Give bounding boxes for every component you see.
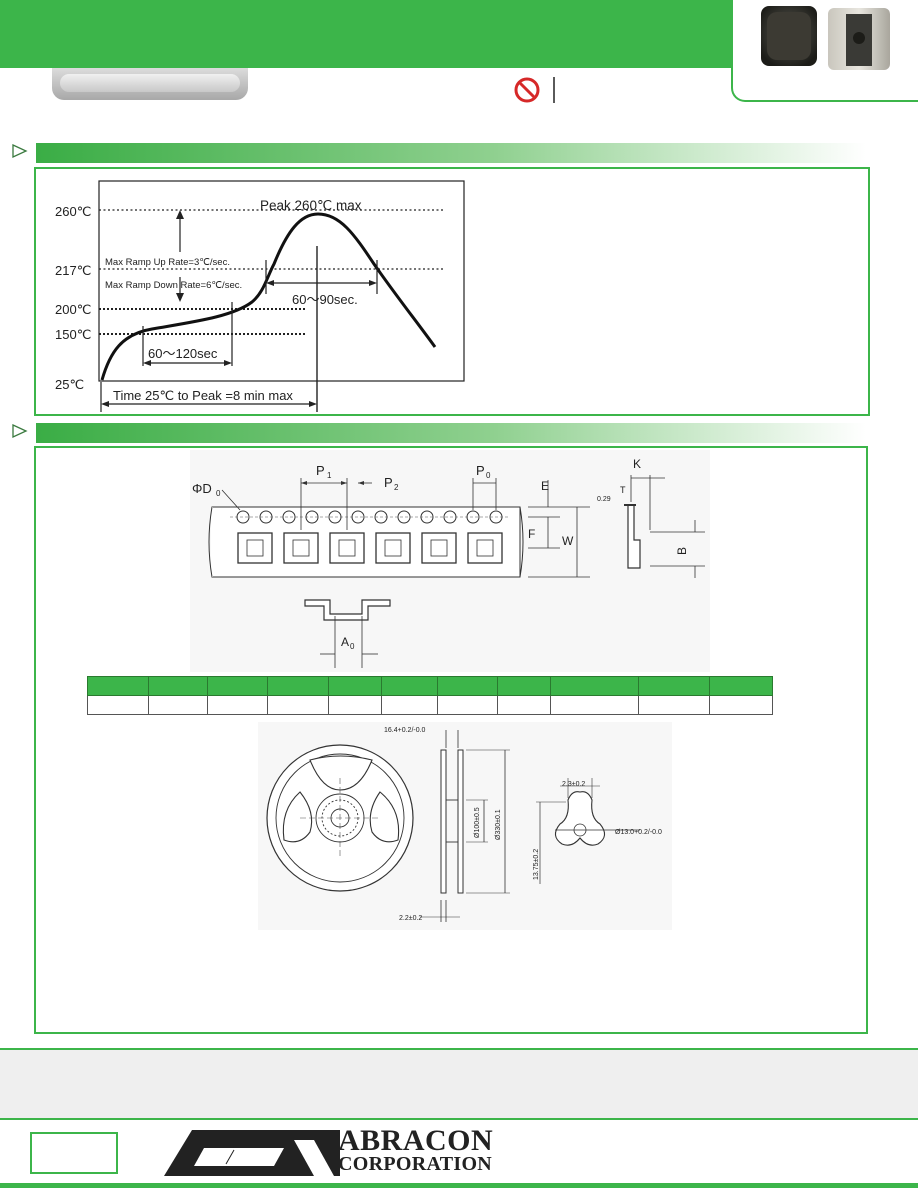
footer-band	[0, 1048, 918, 1120]
section-header-packaging	[36, 423, 866, 443]
inductor-photo-icon	[761, 6, 890, 70]
table-header-row	[86, 676, 773, 696]
reel-diagram: 16.4+0.2/-0.0 Ø100±0.5 Ø330±0.1 2.2±0.2 …	[258, 722, 672, 930]
temp-150: 150℃	[55, 327, 91, 342]
label-phi-d0: ΦD	[192, 481, 212, 496]
peak-label: Peak 260℃ max	[260, 198, 362, 213]
label-d0-sub: 0	[216, 489, 221, 498]
table-row	[86, 695, 773, 715]
label-a0-sub: 0	[350, 642, 355, 651]
temp-200: 200℃	[55, 302, 91, 317]
reel-flange-dim: 2.2±0.2	[399, 915, 422, 922]
reel-outer-dim: Ø330±0.1	[495, 809, 502, 840]
component-pockets	[237, 532, 503, 564]
reel-width-dim: 16.4+0.2/-0.0	[384, 727, 426, 734]
brand-corporation: CORPORATION	[338, 1153, 493, 1175]
section-header-reflow	[36, 143, 866, 163]
ramp-up-label: Max Ramp Up Rate=3℃/sec.	[105, 257, 230, 268]
reflow-panel: 260℃ 217℃ 200℃ 150℃ 25℃ Max Ramp Up Rate…	[34, 167, 870, 416]
reel-hub-height-dim: 13.75±0.2	[533, 849, 540, 880]
footer-bottom-line	[0, 1183, 918, 1188]
window-150-label: 60～120sec	[148, 346, 218, 361]
label-e: E	[541, 479, 549, 493]
reel-hub-dim: Ø100±0.5	[474, 807, 481, 838]
label-a0: A	[341, 635, 349, 649]
section-arrow-icon	[12, 143, 28, 159]
tape-spec-table	[86, 676, 773, 715]
temp-260: 260℃	[55, 204, 91, 219]
label-p2-sub: 2	[394, 483, 399, 492]
brand-name: ABRACON	[338, 1124, 494, 1157]
tape-diagram: P 1 P 2 P 0 ΦD 0 E F W K T 0.29 B A 0	[190, 450, 710, 672]
no-lead-icon	[513, 75, 559, 110]
label-t: T	[620, 485, 626, 495]
label-p1-sub: 1	[327, 471, 332, 480]
label-w: W	[562, 534, 574, 548]
label-t-value: 0.29	[597, 496, 611, 503]
temp-25: 25℃	[55, 377, 84, 392]
window-217-label: 60～90sec.	[292, 292, 358, 307]
reel-key-dim: 2.3±0.2	[562, 781, 585, 788]
label-b0: B	[675, 547, 689, 555]
header-tab	[52, 68, 248, 100]
label-p1: P	[316, 463, 325, 478]
section-arrow-icon	[12, 423, 28, 439]
reflow-profile-diagram: 260℃ 217℃ 200℃ 150℃ 25℃ Max Ramp Up Rate…	[55, 180, 465, 412]
time-label: Time 25℃ to Peak =8 min max	[113, 388, 293, 403]
product-photo-box	[731, 0, 918, 102]
label-k: K	[633, 457, 641, 471]
ramp-down-label: Max Ramp Down Rate=6℃/sec.	[105, 280, 242, 291]
label-p2: P	[384, 475, 393, 490]
label-f: F	[528, 527, 535, 541]
abracon-logo-icon	[164, 1130, 340, 1183]
label-p0: P	[476, 463, 485, 478]
reel-bore-dim: Ø13.0+0.2/-0.0	[615, 829, 662, 836]
temp-217: 217℃	[55, 263, 91, 278]
page-number-box	[30, 1132, 118, 1174]
label-p0-sub: 0	[486, 471, 491, 480]
